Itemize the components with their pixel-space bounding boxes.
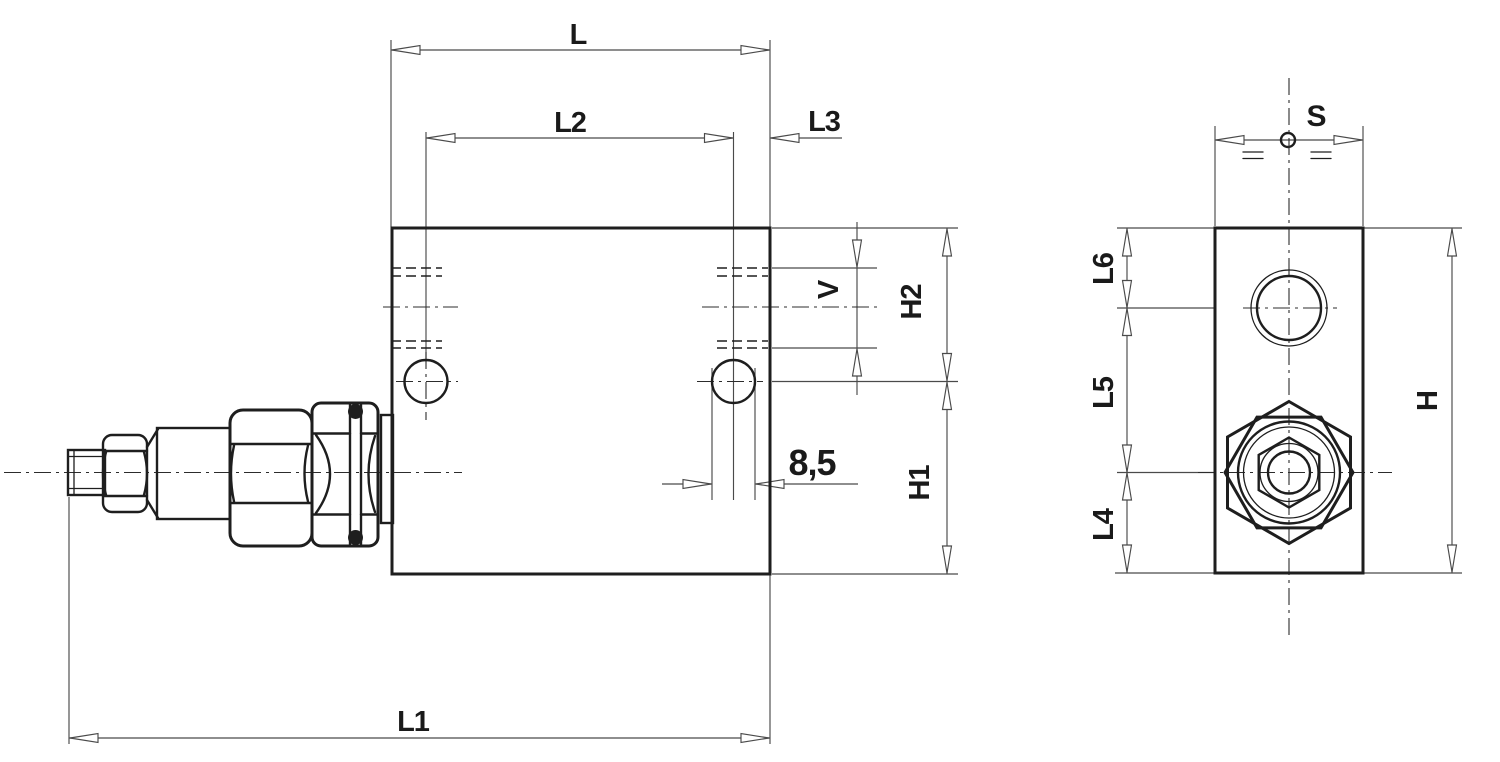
stem-end-circle — [1279, 131, 1297, 149]
centerlines-side — [4, 306, 877, 474]
dim-label-L2: L2 — [554, 107, 586, 139]
dim-label-L4: L4 — [1088, 508, 1120, 541]
hex-plug-body — [310, 401, 395, 548]
dimension-L: L — [390, 19, 771, 227]
hidden-port-lines — [391, 267, 768, 349]
o-ring-section-top — [348, 404, 363, 419]
dim-label-S: S — [1306, 100, 1325, 133]
dim-label-L: L — [570, 19, 587, 51]
valve-cartridge — [66, 401, 395, 548]
dim-label-L6: L6 — [1088, 252, 1120, 285]
dim-label-H1: H1 — [904, 465, 936, 501]
o-ring-section-bottom — [348, 530, 363, 545]
dimension-L6-L5-L4: L6 L5 L4 — [1088, 228, 1133, 573]
valve-body-cylinder — [145, 426, 232, 521]
dim-label-L5: L5 — [1088, 376, 1120, 409]
mounting-holes — [403, 358, 757, 405]
plug-bore — [1266, 450, 1312, 495]
dimension-V: V — [772, 222, 877, 395]
dimension-L1: L1 — [68, 497, 771, 744]
dim-label-H2: H2 — [896, 284, 928, 319]
manifold-block-end — [1213, 226, 1365, 575]
port-circle — [1250, 269, 1328, 347]
hex-plug-end — [1223, 399, 1355, 546]
dimension-L3: L3 — [770, 106, 842, 144]
side-view: L L2 L3 L1 — [4, 19, 958, 744]
hex-nut — [228, 408, 314, 548]
lock-nut — [101, 433, 149, 514]
end-view: S L6 L5 L4 — [1088, 78, 1462, 640]
adjusting-stem — [66, 448, 107, 497]
wrench-flats — [1242, 151, 1332, 160]
dimension-H: H — [1412, 228, 1458, 573]
dimension-H2: H2 — [772, 227, 958, 383]
dim-label-L3: L3 — [808, 106, 841, 138]
dim-label-hole: 8,5 — [788, 442, 836, 483]
dimension-H1: H1 — [772, 381, 958, 575]
centerlines-end — [1198, 78, 1392, 640]
dim-label-H: H — [1412, 391, 1444, 411]
seat-collar — [379, 413, 395, 525]
manifold-block-side — [390, 226, 772, 576]
dim-label-V: V — [813, 279, 845, 299]
dimension-hole-diameter: 8,5 — [662, 368, 858, 500]
dimension-L2: L2 — [425, 107, 735, 500]
dim-label-L1: L1 — [397, 706, 430, 738]
